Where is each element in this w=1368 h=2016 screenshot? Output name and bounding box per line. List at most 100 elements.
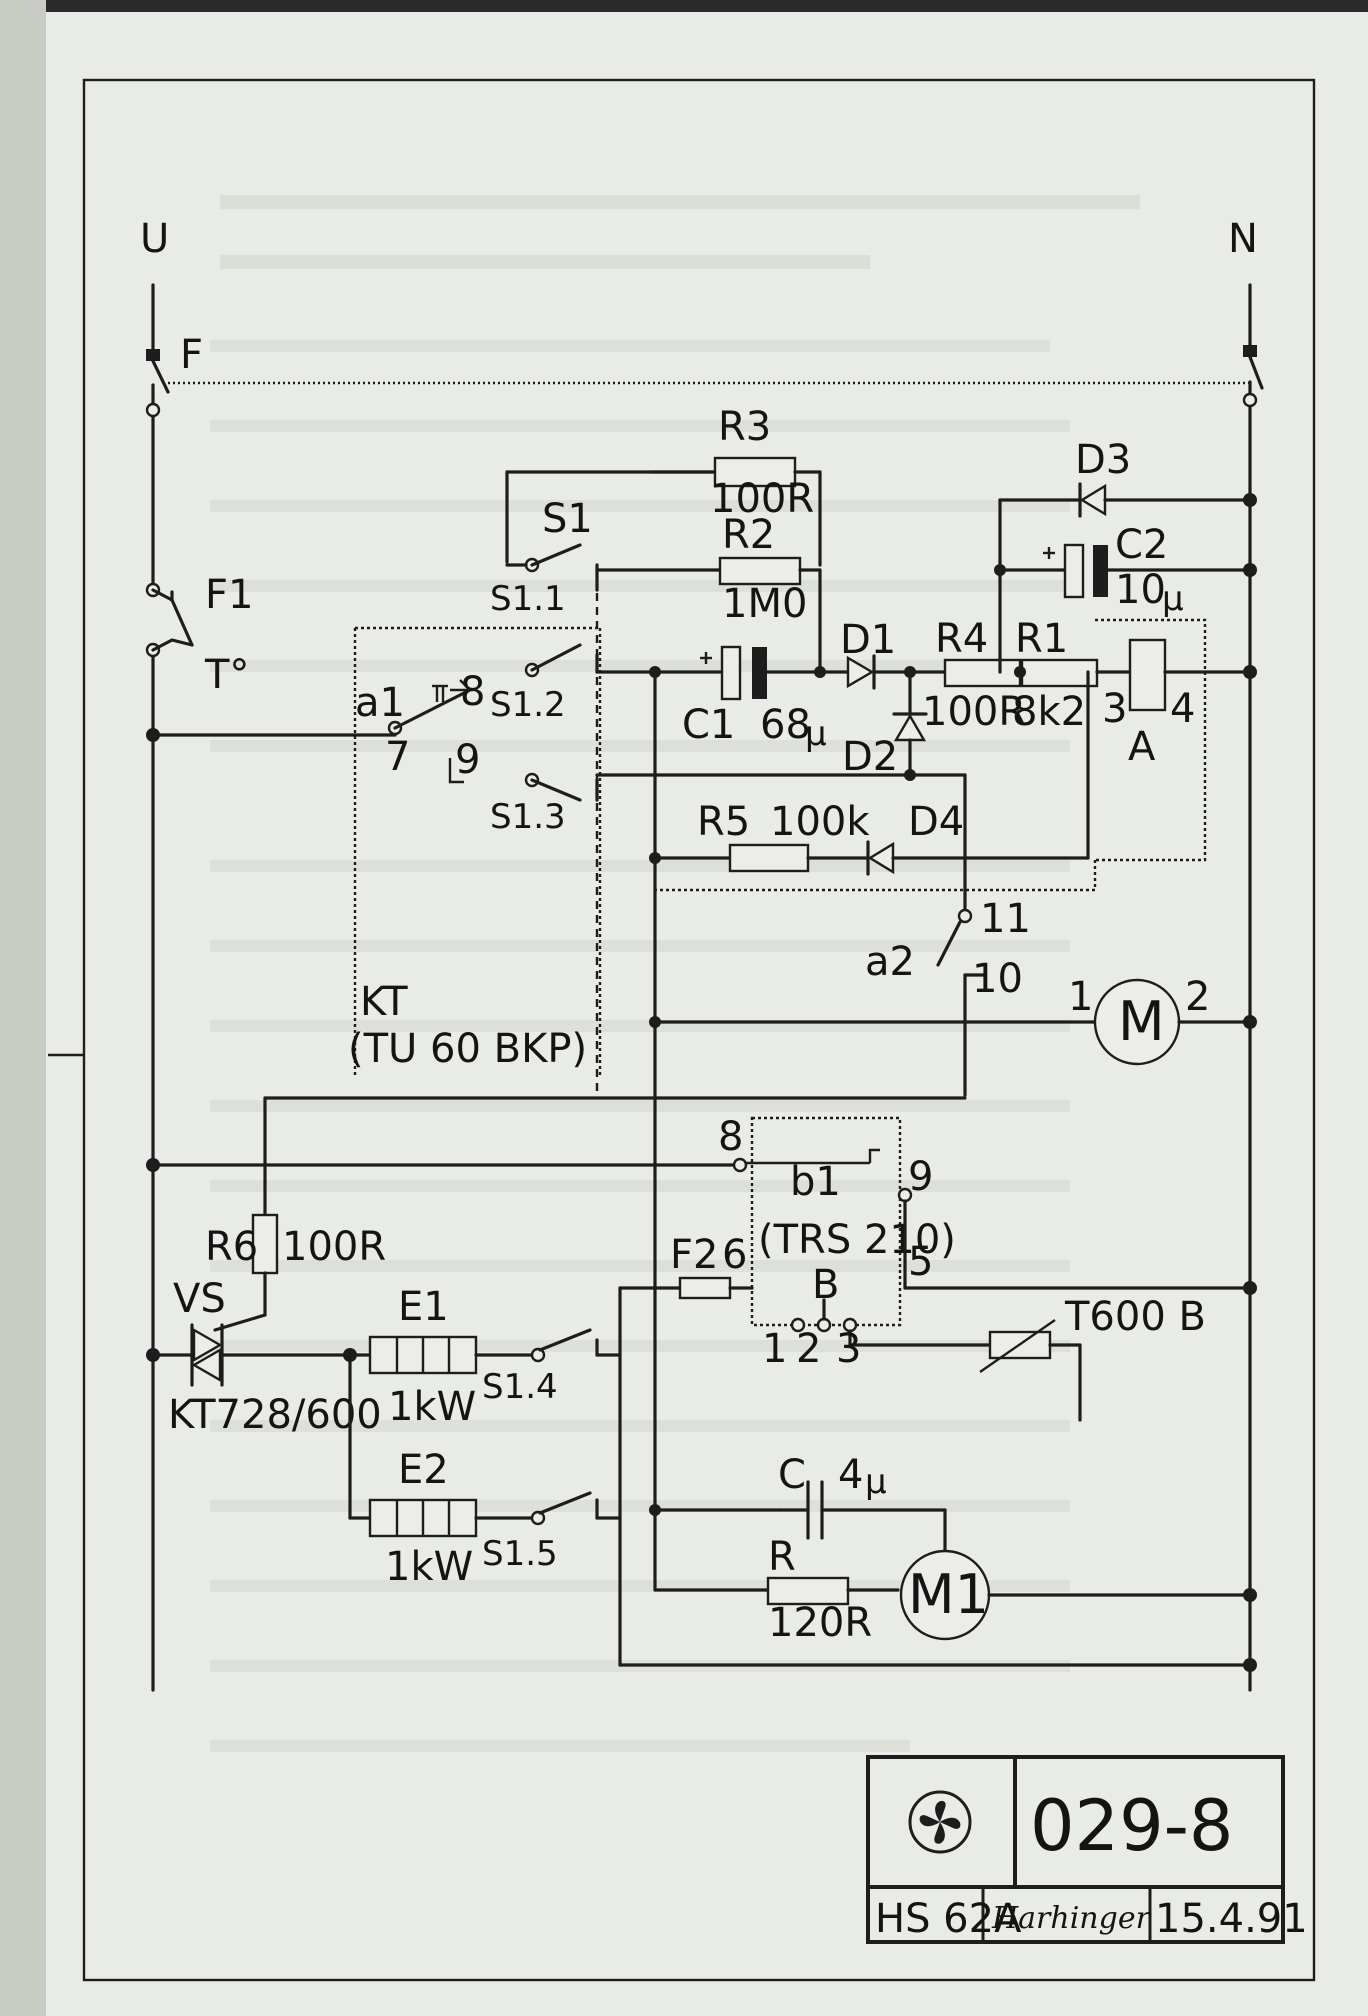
junction [146,728,160,742]
motor-M1 [899,1549,1252,1641]
resistor-R5 [653,843,870,873]
page-shadow-left [0,0,46,2016]
junction [1014,666,1026,678]
junction [146,1348,160,1362]
junction [1243,1588,1257,1602]
label-TRS210: (TRS 210) [758,1217,956,1263]
label-S1-5: S1.5 [482,1534,558,1574]
resistor-R6 [213,1213,279,1332]
label-R6: R6 [205,1224,258,1270]
label-F: F [180,332,203,378]
label-D2: D2 [842,734,898,780]
label-R6-value: 100R [282,1224,386,1270]
page-top-edge [46,0,1368,12]
title-model: HS 62A [875,1896,1022,1942]
diode-D1 [818,654,947,690]
label-motor-M1: M1 [908,1563,989,1626]
label-M-pin1: 1 [1068,974,1093,1020]
motor-M [1093,978,1252,1066]
label-B: B [812,1262,839,1308]
relay-A-enclosure [1095,618,1207,862]
timer-selector-B [790,1298,992,1347]
label-C2: C2 [1115,522,1168,568]
label-motor-M: M [1118,990,1165,1053]
resistor-R3 [648,456,822,567]
triac-VS [151,1323,352,1387]
thermostat-KT-box [353,626,602,1075]
label-KT: KT [360,979,408,1025]
label-KT-model: (TU 60 BKP) [348,1026,587,1072]
junction [1243,1015,1257,1029]
label-timer-pin8: 8 [718,1114,743,1160]
junction [1243,493,1257,507]
label-relay-A: A [1128,724,1156,770]
label-B-pin1: 1 [762,1326,787,1372]
label-A-pin3: 3 [1102,686,1127,732]
junction [1243,665,1257,679]
label-b1: b1 [790,1159,841,1205]
label-A-pin4: 4 [1170,686,1195,732]
junction [1243,1658,1257,1672]
manufacturer-logo-icon [908,1790,972,1854]
label-timer-pin9: 9 [908,1154,933,1200]
label-U: U [140,216,169,262]
fuse-F2 [618,1276,754,1342]
thermistor-T600B [979,1319,1082,1422]
label-a2-pin11: 11 [980,896,1031,942]
relay-contact-a2 [936,908,987,1097]
relay-a2-link [655,860,1097,892]
thermostat-contact-a1 [387,679,473,784]
label-D4: D4 [908,799,964,845]
drawing-frame [82,78,1316,1982]
label-a1: a1 [355,680,405,726]
junction [649,852,661,864]
timer-contact-b1 [732,1148,913,1203]
resistor-R4 [943,658,1022,688]
label-a2: a2 [865,939,915,985]
junction [146,1158,160,1172]
label-E2: E2 [398,1447,449,1493]
heater-E1 [348,1335,534,1375]
fuse-F [145,345,1264,418]
diode-D4 [866,670,1090,876]
label-R: R [768,1534,796,1580]
label-S1-4: S1.4 [482,1367,558,1407]
junction [994,564,1006,576]
label-C1: C1 [682,702,735,748]
resistor-R [653,1508,900,1606]
label-E2-power: 1kW [385,1544,473,1590]
heater-E2 [348,1498,534,1538]
label-R1: R1 [1015,616,1068,662]
label-R4: R4 [935,616,988,662]
label-D1: D1 [840,617,896,663]
label-VS: VS [173,1276,226,1322]
drawing-number: 029-8 [1030,1785,1233,1867]
label-S1: S1 [542,496,593,542]
label-R5: R5 [697,799,750,845]
label-C2-value: 10 [1115,567,1166,613]
label-B-pin2: 2 [796,1326,821,1372]
switch-S1-4 [530,1328,622,1667]
junction [1243,1281,1257,1295]
title-signature: Harhinger [991,1901,1152,1936]
capacitor-C2 [998,543,1252,599]
label-C2-unit: μ [1162,579,1184,619]
label-C1-unit: μ [805,714,827,754]
diode-D3 [998,482,1252,518]
junction [1243,563,1257,577]
label-C1-value: 68 [760,702,811,748]
label-R5-value: 100k [770,799,870,845]
label-C-value: 4 [838,1452,863,1498]
junction [649,1016,661,1028]
title-date: 15.4.91 [1155,1896,1308,1942]
label-kt-pin9: 9 [455,737,480,783]
title-block [866,1755,1285,1944]
label-T600B: T600 B [1064,1294,1206,1340]
junction [904,769,916,781]
timer-TRS210-enclosure [750,1116,902,1327]
label-R4-value: 100R [922,689,1026,735]
thermal-fuse-F1 [145,582,194,658]
label-R2-value: 1M0 [722,581,807,627]
label-R3: R3 [718,404,771,450]
